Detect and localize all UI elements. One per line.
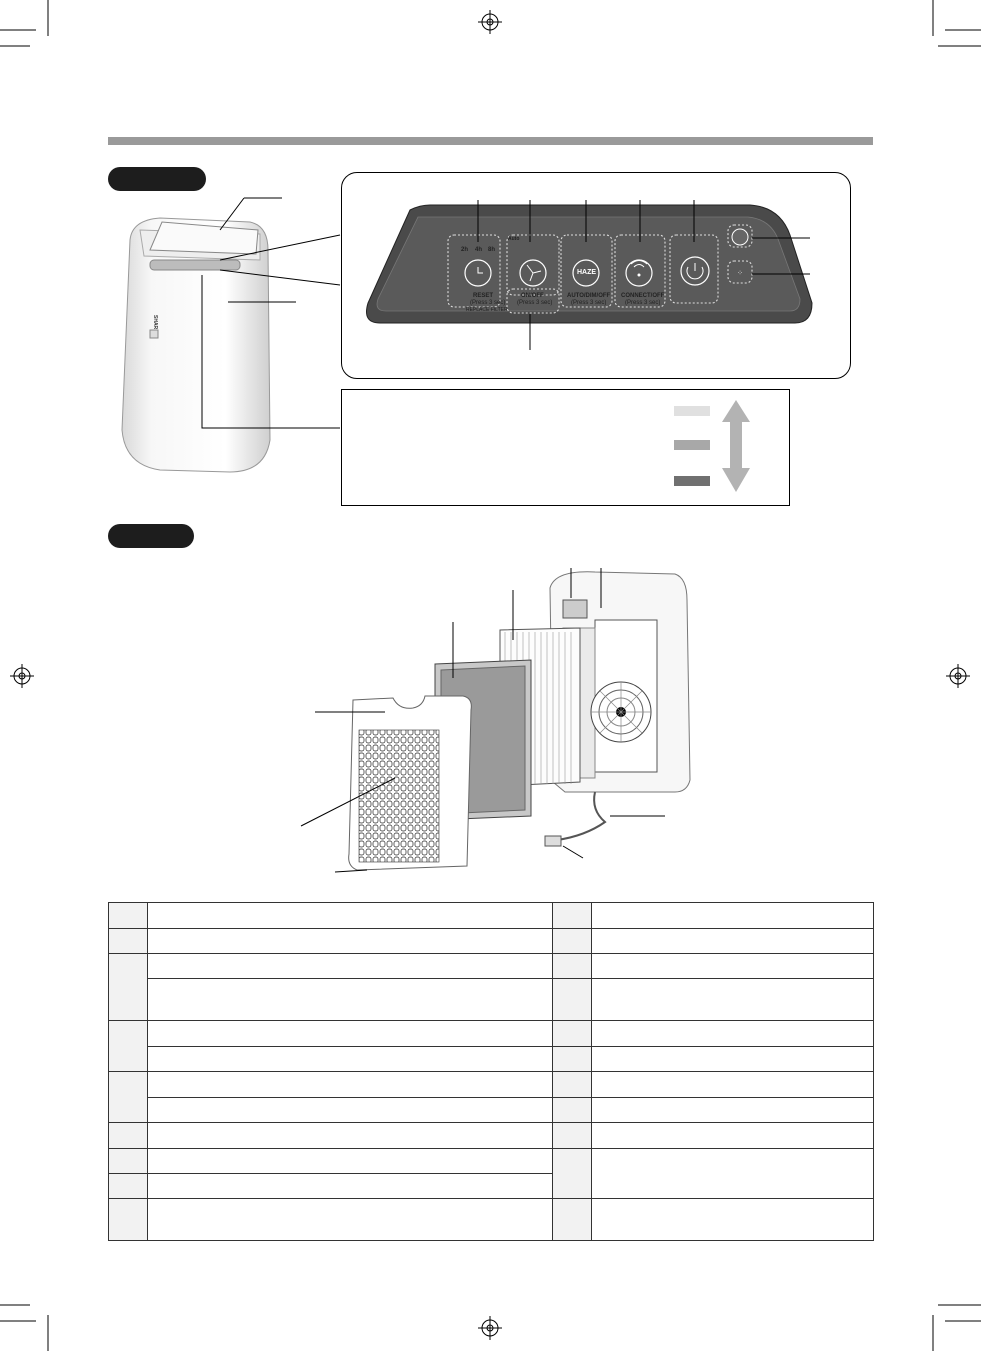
- fan-auto-label: Auto: [508, 236, 520, 242]
- crop-mark-icon: [0, 1315, 49, 1351]
- purifier-front-illustration: SHARP: [121, 197, 296, 473]
- reset-label: RESET: [473, 293, 494, 299]
- registration-mark-icon: [478, 10, 502, 34]
- timer-2h: 2h: [461, 247, 469, 253]
- registration-mark-icon: [478, 1316, 502, 1340]
- crop-mark-icon: [0, 0, 49, 36]
- section-header-bar: [108, 137, 873, 145]
- timer-icon: [464, 259, 492, 287]
- timer-4h: 4h: [475, 247, 483, 253]
- haze-label: HAZE: [577, 269, 597, 276]
- fan-press: (Press 3 sec): [517, 300, 553, 306]
- panel-leader-lines: [477, 200, 810, 350]
- power-icon: [680, 256, 710, 286]
- connector-lines: [201, 234, 341, 429]
- svg-text:⁘: ⁘: [737, 270, 743, 277]
- indicator-callout: [341, 389, 790, 506]
- fan-onoff-label: ON/OFF: [521, 293, 544, 299]
- fan-icon: [519, 259, 547, 287]
- wifi-press: (Press 3 sec): [625, 300, 661, 306]
- replace-filter-label: REPLACE FILTER: [466, 307, 508, 313]
- brightness-indicator: [674, 400, 750, 492]
- registration-mark-icon: [946, 664, 970, 688]
- purifier-exploded-illustration: [300, 568, 691, 873]
- timer-8h: 8h: [488, 247, 496, 253]
- double-arrow-icon: [722, 400, 750, 492]
- haze-press: (Press 3 sec): [571, 300, 607, 306]
- haze-mode: AUTO/DIM/OFF: [567, 293, 611, 299]
- control-panel-callout: [341, 172, 851, 379]
- crop-mark-icon: [932, 1315, 981, 1351]
- wifi-mode: CONNECT/OFF: [621, 293, 665, 299]
- brand-logo: SHARP: [152, 315, 158, 333]
- section-tag-front: [108, 167, 206, 191]
- reset-press: (Press 3 sec): [470, 300, 506, 306]
- registration-mark-icon: [10, 664, 34, 688]
- section-tag-back: [108, 524, 194, 548]
- sensor-icon: [731, 228, 749, 246]
- crop-mark-icon: [932, 0, 981, 36]
- arrow-icon: [300, 777, 396, 827]
- parts-table: [108, 902, 874, 1241]
